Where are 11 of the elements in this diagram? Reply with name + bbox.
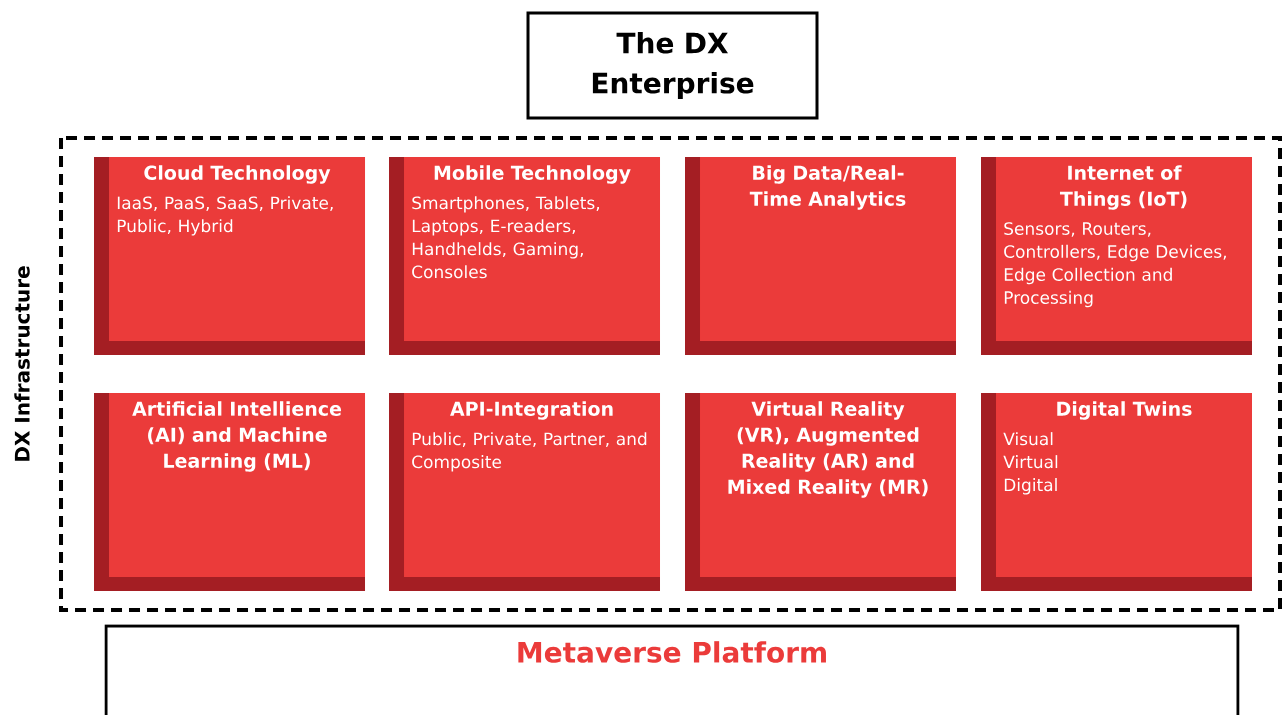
- tech-card: Mobile Technology Smartphones, Tablets, Laptops, E-readers, Handhelds, Gaming, Consoles: [389, 157, 660, 355]
- title-box: The DX Enterprise: [526, 11, 819, 120]
- tech-card: API-Integration Public, Private, Partner, and Composite: [389, 393, 660, 591]
- tech-card: Artificial Intellience (AI) and Machine Learning (ML): [94, 393, 365, 591]
- platform-box: Metaverse Platform: [104, 624, 1240, 715]
- tech-card: Digital Twins Visual Virtual Digital: [981, 393, 1252, 591]
- node-label: DX Infrastructure: [14, 266, 30, 461]
- tech-card: Big Data/Real-Time Analytics: [685, 157, 956, 355]
- tech-card: Cloud Technology IaaS, PaaS, SaaS, Private, Public, Hybrid: [94, 157, 365, 355]
- tech-card: Internet of Things (IoT) Sensors, Routers, Controllers, Edge Devices, Edge Collection and Processing: [981, 157, 1252, 355]
- tech-card: Virtual Reality (VR), Augmented Reality (AR) and Mixed Reality (MR): [685, 393, 956, 591]
